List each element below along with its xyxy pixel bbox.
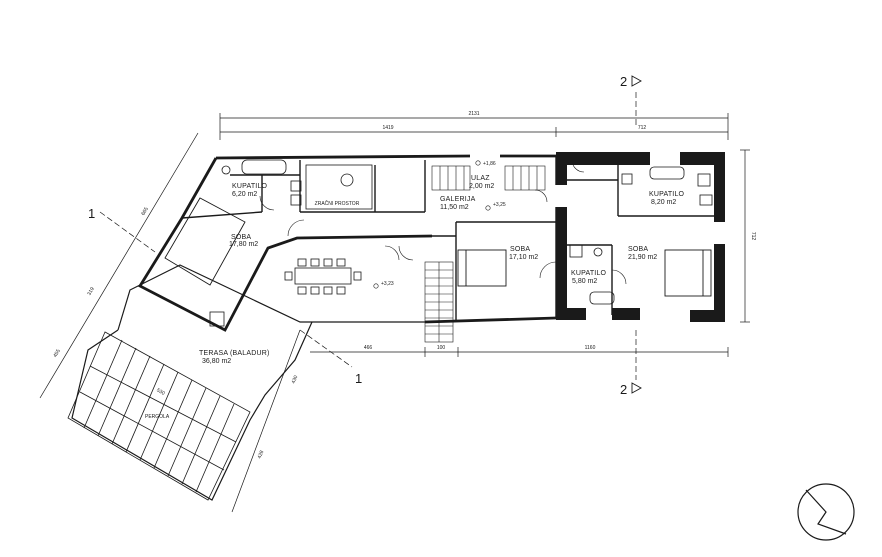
room-area: 21,90 m2 [628,254,657,261]
dimension-labels: 2131 1419 712 712 466 100 1160 665 319 4… [52,111,756,460]
terrace-outline [71,264,425,501]
dimension-label: 712 [638,125,647,131]
section-mark-label: 1 [88,206,95,221]
east-wing-walls [556,152,725,322]
section-mark-label: 2 [620,74,627,89]
dimension-label: 2131 [468,111,479,117]
dining-set [284,258,362,295]
elevation-label: +1,86 [483,161,496,167]
elevation-label: +3,25 [493,202,506,208]
room-area: 8,20 m2 [651,199,676,206]
room-name: ZRAČNI PROSTOR [315,200,360,207]
air-shaft [305,164,373,210]
section-labels: 2 2 1 1 [88,74,627,397]
room-area: 5,80 m2 [572,278,597,285]
room-area: 2,00 m2 [469,183,494,190]
staircase [424,165,546,343]
room-labels: KUPATILO 6,20 m2 SOBA 17,80 m2 ZRAČNI PR… [145,175,685,420]
beds [164,197,712,297]
bathroom-fixtures [209,159,713,327]
interior-walls [181,156,716,320]
room-name: ULAZ [471,175,490,182]
room-name: SOBA [628,246,648,253]
east-wing-openings [555,151,726,244]
dimension-label: 428 [257,449,266,459]
elevation-marks: +1,86 +3,25 +3,23 [373,160,506,289]
dimension-label: 100 [437,345,446,351]
room-name: SOBA [231,234,251,241]
dimension-label: 665 [140,206,149,216]
dimension-label: 319 [86,286,95,296]
room-area: 17,10 m2 [509,254,538,261]
dimension-label: 466 [364,345,373,351]
elevation-label: +3,23 [381,281,394,287]
room-area: 6,20 m2 [232,191,257,198]
room-name: TERASA (BALADUR) [199,350,270,357]
dimension-lines [39,113,750,513]
room-name: KUPATILO [232,183,268,190]
section-arrows [631,75,642,394]
section-mark-label: 2 [620,382,627,397]
dimension-label: 430 [291,374,300,384]
pergola [67,331,251,501]
room-name: GALERIJA [440,196,476,203]
dimension-label: 1160 [585,345,596,351]
room-area: 11,50 m2 [440,204,469,211]
dimension-label: 1419 [382,125,393,131]
dimension-label: 712 [750,232,756,241]
section-mark-label: 1 [355,371,362,386]
room-name: PERGOLA [145,414,170,420]
dimension-label: 455 [52,348,61,358]
room-area: 17,80 m2 [229,241,258,248]
section-lines [99,92,637,380]
north-arrow-icon [797,483,855,541]
room-name: KUPATILO [571,270,607,277]
room-area: 36,80 m2 [202,358,231,365]
dimension-label: 530 [155,387,165,396]
room-name: SOBA [510,246,530,253]
room-name: KUPATILO [649,191,685,198]
doors [259,159,627,285]
